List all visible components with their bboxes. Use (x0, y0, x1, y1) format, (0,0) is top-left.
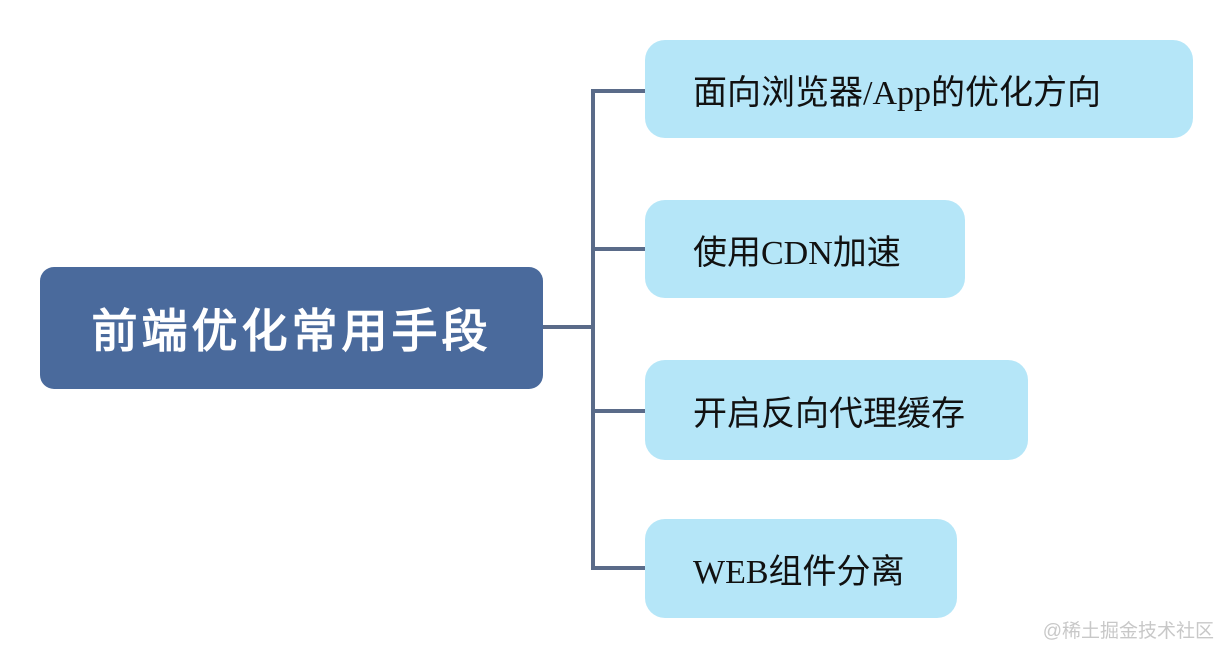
connector-trunk (591, 89, 595, 570)
root-node-label: 前端优化常用手段 (91, 306, 492, 357)
connector-branch-4 (591, 566, 645, 570)
child-node-label: 开启反向代理缓存 (693, 395, 965, 433)
child-node-label: 面向浏览器/App的优化方向 (693, 74, 1101, 112)
child-node-browser-app-optimization: 面向浏览器/App的优化方向 (645, 40, 1193, 138)
connector-branch-1 (591, 89, 645, 93)
child-node-label: WEB组件分离 (693, 554, 905, 591)
watermark-label: @稀土掘金技术社区 (1042, 621, 1214, 642)
child-node-cdn-acceleration: 使用CDN加速 (645, 200, 965, 298)
child-node-label: 使用CDN加速 (693, 234, 901, 272)
child-node-web-component-separation: WEB组件分离 (645, 519, 957, 618)
root-node: 前端优化常用手段 (40, 267, 543, 389)
child-node-reverse-proxy-cache: 开启反向代理缓存 (645, 360, 1028, 460)
connector-root-to-trunk (543, 325, 593, 329)
connector-branch-3 (591, 409, 645, 413)
connector-branch-2 (591, 247, 645, 251)
